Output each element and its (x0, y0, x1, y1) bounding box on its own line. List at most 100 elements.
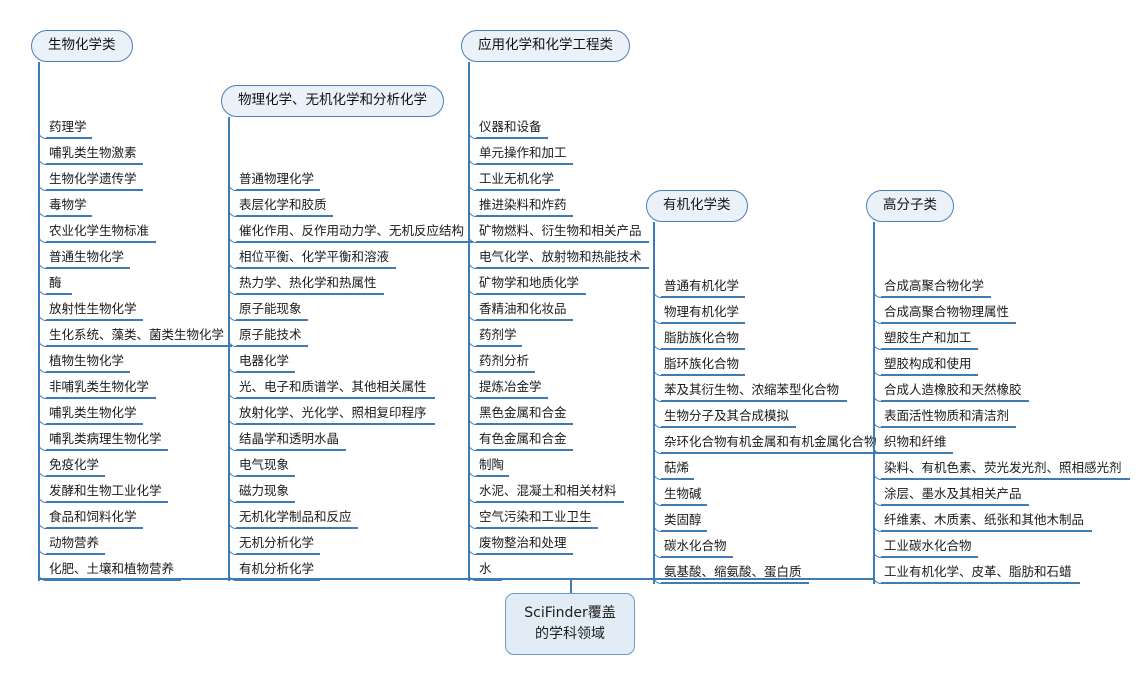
branch-item[interactable]: 热力学、热化学和热属性 (228, 269, 460, 295)
item-connector-elbow (38, 468, 47, 477)
branch-item[interactable]: 氨基酸、缩氨酸、蛋白质 (653, 558, 866, 584)
branch-item[interactable]: 工业碳水化合物 (873, 532, 1124, 558)
branch-item[interactable]: 食品和饲料化学 (38, 503, 216, 529)
branch-item[interactable]: 电气化学、放射物和热能技术 (468, 243, 650, 269)
branch-item[interactable]: 单元操作和加工 (468, 139, 638, 165)
branch-item[interactable]: 脂肪族化合物 (653, 324, 866, 350)
branch-item[interactable]: 发酵和生物工业化学 (38, 477, 216, 503)
branch-item[interactable]: 杂环化合物有机金属和有机金属化合物 (653, 428, 885, 454)
branch-item[interactable]: 仪器和设备 (468, 113, 638, 139)
branch-item[interactable]: 表层化学和胶质 (228, 191, 460, 217)
branch-item[interactable]: 废物整治和处理 (468, 529, 638, 555)
branch-item[interactable]: 哺乳类生物激素 (38, 139, 216, 165)
item-underline (661, 348, 746, 350)
branch-item[interactable]: 苯及其衍生物、浓缩苯型化合物 (653, 376, 866, 402)
branch-item[interactable]: 碳水化合物 (653, 532, 866, 558)
branch-item[interactable]: 非哺乳类生物化学 (38, 373, 216, 399)
branch-item[interactable]: 毒物学 (38, 191, 216, 217)
item-underline (46, 267, 131, 269)
branch-item[interactable]: 萜烯 (653, 454, 866, 480)
item-connector-elbow (873, 315, 882, 324)
branch-item[interactable]: 农业化学生物标准 (38, 217, 216, 243)
branch-item[interactable]: 药剂分析 (468, 347, 638, 373)
branch-item[interactable]: 染料、有机色素、荧光发光剂、照相感光剂 (873, 454, 1131, 480)
branch-item[interactable]: 哺乳类生物化学 (38, 399, 216, 425)
branch-item[interactable]: 表面活性物质和清洁剂 (873, 402, 1124, 428)
branch-item[interactable]: 水 (468, 555, 638, 581)
branch-item[interactable]: 酶 (38, 269, 216, 295)
branch-item[interactable]: 有机分析化学 (228, 555, 460, 581)
branch-item[interactable]: 药剂学 (468, 321, 638, 347)
branch-item[interactable]: 生化系统、藻类、菌类生物化学 (38, 321, 232, 347)
item-underline (661, 556, 733, 558)
branch-item[interactable]: 物理有机化学 (653, 298, 866, 324)
branch-item[interactable]: 电气现象 (228, 451, 460, 477)
branch-item[interactable]: 免疫化学 (38, 451, 216, 477)
branch-item[interactable]: 水泥、混凝土和相关材料 (468, 477, 638, 503)
branch-item[interactable]: 塑胶生产和加工 (873, 324, 1124, 350)
item-label: 表层化学和胶质 (239, 197, 327, 212)
branch-item[interactable]: 无机化学制品和反应 (228, 503, 460, 529)
branch-item[interactable]: 原子能现象 (228, 295, 460, 321)
branch-item[interactable]: 化肥、土壤和植物营养 (38, 555, 216, 581)
branch-item[interactable]: 普通物理化学 (228, 165, 460, 191)
branch-header-pill[interactable]: 有机化学类 (646, 190, 748, 222)
branch-item[interactable]: 无机分析化学 (228, 529, 460, 555)
branch-item[interactable]: 工业无机化学 (468, 165, 638, 191)
branch-item[interactable]: 光、电子和质谱学、其他相关属性 (228, 373, 460, 399)
item-connector-elbow (653, 289, 662, 298)
branch-item[interactable]: 哺乳类病理生物化学 (38, 425, 216, 451)
branch-item[interactable]: 催化作用、反作用动力学、无机反应结构 (228, 217, 473, 243)
item-label: 放射化学、光化学、照相复印程序 (239, 405, 427, 420)
branch-item[interactable]: 生物分子及其合成模拟 (653, 402, 866, 428)
branch-header-pill[interactable]: 物理化学、无机化学和分析化学 (221, 85, 444, 117)
branch-item[interactable]: 合成高聚合物化学 (873, 272, 1124, 298)
branch-item[interactable]: 塑胶构成和使用 (873, 350, 1124, 376)
item-label: 普通有机化学 (664, 278, 740, 293)
branch-header-pill[interactable]: 生物化学类 (31, 30, 133, 62)
branch-item[interactable]: 生物碱 (653, 480, 866, 506)
branch-item[interactable]: 动物营养 (38, 529, 216, 555)
branch-item[interactable]: 电器化学 (228, 347, 460, 373)
branch-item[interactable]: 类固醇 (653, 506, 866, 532)
branch-item[interactable]: 空气污染和工业卫生 (468, 503, 638, 529)
branch-item[interactable]: 涂层、墨水及其相关产品 (873, 480, 1124, 506)
item-label: 毒物学 (49, 197, 87, 212)
branch-item[interactable]: 普通生物化学 (38, 243, 216, 269)
branch-item[interactable]: 织物和纤维 (873, 428, 1124, 454)
item-underline (881, 426, 1016, 428)
item-label: 合成高聚合物物理属性 (884, 304, 1010, 319)
item-label: 矿物学和地质化学 (479, 275, 580, 290)
branch-item[interactable]: 工业有机化学、皮革、脂肪和石蜡 (873, 558, 1124, 584)
branch-header-pill[interactable]: 高分子类 (866, 190, 954, 222)
root-node[interactable]: SciFinder覆盖 的学科领域 (505, 593, 635, 655)
branch-item[interactable]: 合成人造橡胶和天然橡胶 (873, 376, 1124, 402)
branch-item[interactable]: 矿物燃料、衍生物和相关产品 (468, 217, 650, 243)
branch-item[interactable]: 推进染料和炸药 (468, 191, 638, 217)
branch-item[interactable]: 放射化学、光化学、照相复印程序 (228, 399, 460, 425)
branch-item[interactable]: 黑色金属和合金 (468, 399, 638, 425)
item-label: 类固醇 (664, 512, 702, 527)
item-connector-elbow (873, 523, 882, 532)
branch-item[interactable]: 生物化学遗传学 (38, 165, 216, 191)
item-underline (476, 371, 535, 373)
branch-item[interactable]: 有色金属和合金 (468, 425, 638, 451)
branch-item[interactable]: 香精油和化妆品 (468, 295, 638, 321)
branch-item[interactable]: 普通有机化学 (653, 272, 866, 298)
branch-item[interactable]: 原子能技术 (228, 321, 460, 347)
branch-header-pill[interactable]: 应用化学和化学工程类 (461, 30, 630, 62)
branch-item[interactable]: 相位平衡、化学平衡和溶液 (228, 243, 460, 269)
branch-item[interactable]: 放射性生物化学 (38, 295, 216, 321)
branch-item[interactable]: 脂环族化合物 (653, 350, 866, 376)
branch-item[interactable]: 制陶 (468, 451, 638, 477)
branch-item[interactable]: 结晶学和透明水晶 (228, 425, 460, 451)
branch-item-list: 药理学哺乳类生物激素生物化学遗传学毒物学农业化学生物标准普通生物化学酶放射性生物… (38, 113, 232, 581)
branch-item[interactable]: 提炼冶金学 (468, 373, 638, 399)
branch-item[interactable]: 磁力现象 (228, 477, 460, 503)
branch-item[interactable]: 植物生物化学 (38, 347, 216, 373)
item-label: 塑胶生产和加工 (884, 330, 972, 345)
branch-item[interactable]: 矿物学和地质化学 (468, 269, 638, 295)
branch-item[interactable]: 药理学 (38, 113, 216, 139)
branch-item[interactable]: 合成高聚合物物理属性 (873, 298, 1124, 324)
branch-item[interactable]: 纤维素、木质素、纸张和其他木制品 (873, 506, 1124, 532)
